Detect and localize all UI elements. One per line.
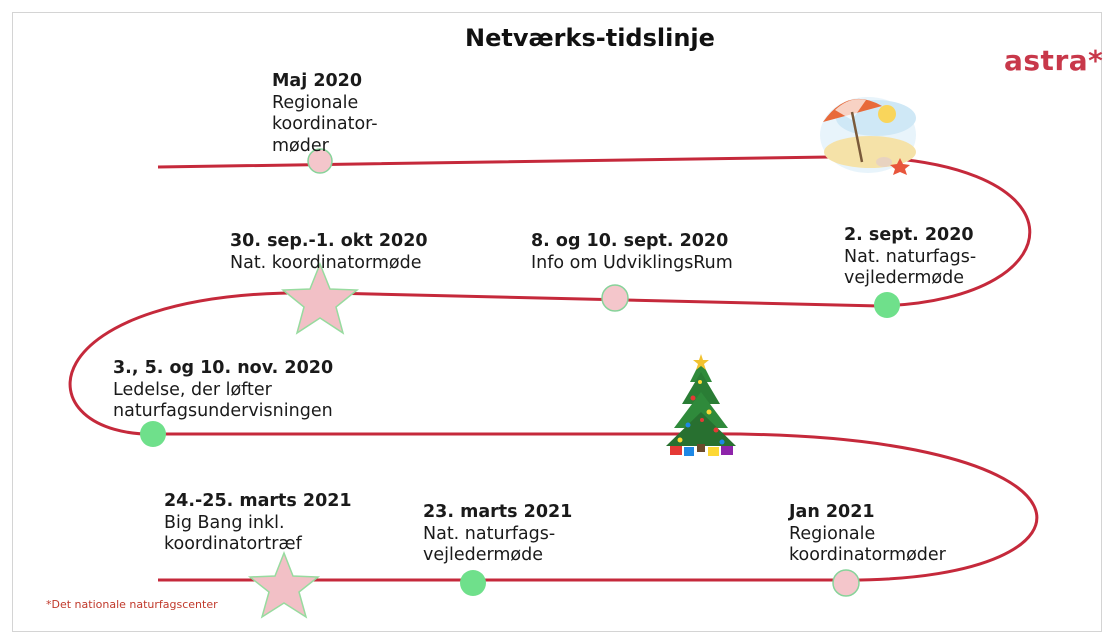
event-text: Big Bang inkl. koordinatortræf [164,512,302,555]
event-maj-2020: Maj 2020 Regionale koordinator- møder [272,71,378,157]
event-text: Regionale koordinator- møder [272,92,378,156]
star-marker-30-sep [280,261,360,335]
event-text: Nat. naturfags- vejledermøde [423,523,556,566]
marker-23-marts-2021 [460,570,486,596]
event-nov-2020: 3., 5. og 10. nov. 2020 Ledelse, der løf… [113,358,333,423]
event-date: 2. sept. 2020 [844,225,974,245]
event-date: 24.-25. marts 2021 [164,491,352,511]
event-text: Info om UdviklingsRum [531,252,733,273]
event-30-sep-1-okt-2020: 30. sep.-1. okt 2020 Nat. koordinatormød… [230,231,428,274]
marker-jan-2021 [832,569,860,597]
marker-nov-2020 [140,421,166,447]
beach-umbrella-icon [820,97,916,175]
footnote: *Det nationale naturfagscenter [46,598,218,611]
marker-2-sept-2020 [874,292,900,318]
event-date: 23. marts 2021 [423,502,573,522]
event-8-10-sept-2020: 8. og 10. sept. 2020 Info om UdviklingsR… [531,231,733,274]
event-date: Jan 2021 [789,502,875,522]
event-2-sept-2020: 2. sept. 2020 Nat. naturfags- vejledermø… [844,225,976,290]
event-date: 30. sep.-1. okt 2020 [230,231,428,251]
event-jan-2021: Jan 2021 Regionale koordinatormøder [789,502,946,567]
page-title: Netværks-tidslinje [465,24,715,52]
slide-frame [12,12,1102,632]
event-date: 3., 5. og 10. nov. 2020 [113,358,334,378]
event-23-marts-2021: 23. marts 2021 Nat. naturfags- vejlederm… [423,502,572,567]
event-date: Maj 2020 [272,71,363,91]
marker-8-10-sept-2020 [601,284,629,312]
marker-maj-2020 [307,148,333,174]
event-text: Ledelse, der løfter naturfagsundervisnin… [113,379,333,422]
christmas-tree-icon [666,354,736,456]
event-text: Nat. koordinatormøde [230,252,422,273]
event-text: Regionale koordinatormøder [789,523,946,566]
timeline-path [68,155,1039,582]
event-24-25-marts-2021: 24.-25. marts 2021 Big Bang inkl. koordi… [164,491,352,556]
star-marker-24-25-marts [247,550,321,619]
event-date: 8. og 10. sept. 2020 [531,231,729,251]
astra-logo: astra* [1004,44,1104,77]
event-text: Nat. naturfags- vejledermøde [844,246,977,289]
